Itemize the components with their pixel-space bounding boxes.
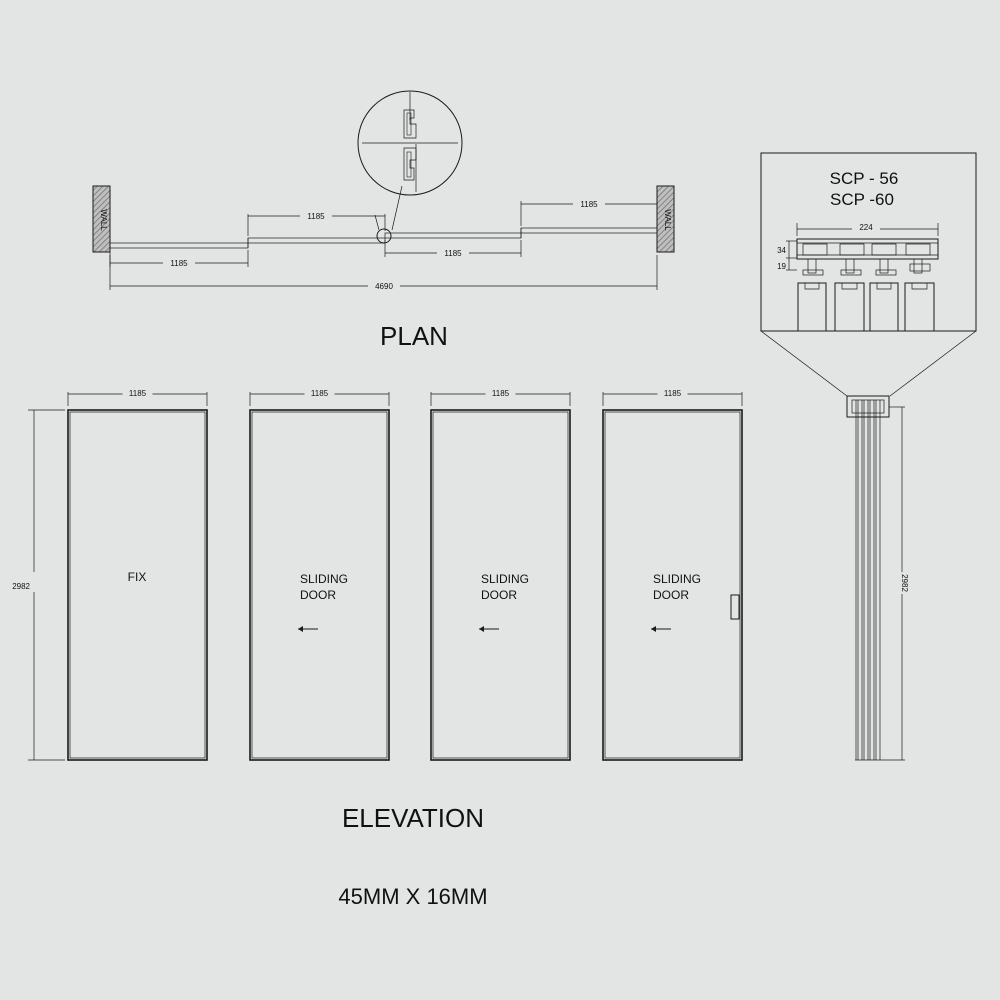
slide-arrowhead <box>298 626 303 632</box>
panel-inner-frame <box>69 411 206 759</box>
plan-dim-top-left: 1185 <box>247 211 386 236</box>
profile-size: 45MM X 16MM <box>338 884 487 909</box>
elevation-title: ELEVATION <box>342 803 484 833</box>
panel-width-label: 1185 <box>129 389 147 398</box>
elevation-view: 2982 1185FIX1185SLIDINGDOOR1185SLIDINGDO… <box>12 388 743 761</box>
panel-outline <box>602 409 743 761</box>
panel-width-label: 1185 <box>311 389 329 398</box>
plan-dim-label: 1185 <box>170 259 188 268</box>
panel-inner-frame <box>251 411 388 759</box>
track-detail: SCP - 56 SCP -60 224 34 19 <box>760 152 977 397</box>
plan-dim-label: 1185 <box>444 249 462 258</box>
side-height-label: 2982 <box>900 574 909 592</box>
panel-outline <box>249 409 390 761</box>
panel-label-line2: DOOR <box>481 588 517 602</box>
panel-inner-frame <box>432 411 569 759</box>
door-handle <box>730 594 740 620</box>
plan-title: PLAN <box>380 321 448 351</box>
plan-dim-bottom-mid: 1185 <box>384 240 522 258</box>
panel-label-line2: DOOR <box>653 588 689 602</box>
panel-label-line2: DOOR <box>300 588 336 602</box>
detail-h1-label: 34 <box>777 246 786 255</box>
detail-h2-label: 19 <box>777 262 786 271</box>
plan-dim-total: 4690 <box>109 255 658 291</box>
panel-outline <box>67 409 208 761</box>
panel-label-line1: SLIDING <box>653 572 701 586</box>
panel-width-label: 1185 <box>664 389 682 398</box>
slide-arrowhead <box>651 626 656 632</box>
right-wall-label: WALL <box>663 209 672 231</box>
detail-code-2: SCP -60 <box>830 190 894 209</box>
panel-inner-frame <box>604 411 741 759</box>
detail-width-label: 224 <box>859 223 873 232</box>
panel-label-line1: FIX <box>128 570 147 584</box>
plan-panels <box>109 227 658 249</box>
panel-width-label: 1185 <box>492 389 510 398</box>
panel-outline <box>430 409 571 761</box>
plan-dim-label: 1185 <box>307 212 325 221</box>
left-wall-label: WALL <box>99 209 108 231</box>
side-section: 2982 <box>846 395 910 761</box>
plan-dim-top-right: 1185 <box>520 199 658 226</box>
slide-arrowhead <box>479 626 484 632</box>
plan-dim-bottom-left: 1185 <box>109 250 249 268</box>
detail-code-1: SCP - 56 <box>830 169 899 188</box>
elevation-height-label: 2982 <box>12 582 30 591</box>
plan-dim-total-label: 4690 <box>375 282 393 291</box>
right-wall: WALL <box>656 185 675 253</box>
plan-detail-callout <box>357 90 463 244</box>
plan-view: WALL WALL 1185 1185 <box>92 90 675 351</box>
plan-dim-label: 1185 <box>580 200 598 209</box>
left-wall: WALL <box>92 185 111 253</box>
panel-label-line1: SLIDING <box>481 572 529 586</box>
panel-label-line1: SLIDING <box>300 572 348 586</box>
